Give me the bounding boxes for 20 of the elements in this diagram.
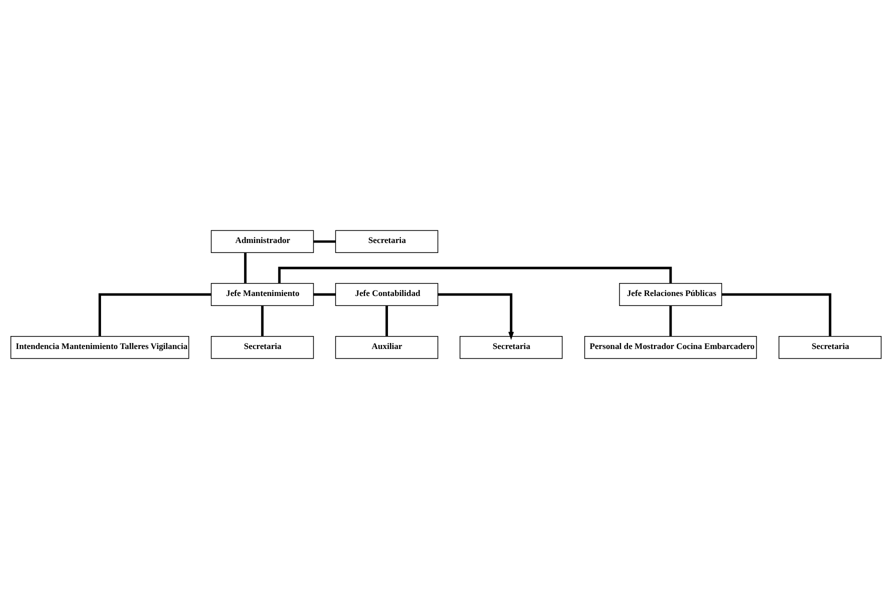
node-box: Administrador	[210, 230, 314, 253]
node-box: Intendencia Mantenimiento Talleres Vigilancia	[10, 336, 190, 359]
node-box: Secretaria	[210, 336, 314, 359]
node-box: Secretaria	[460, 336, 563, 359]
connector	[261, 306, 264, 336]
connector	[722, 293, 832, 336]
connector	[669, 306, 672, 336]
connector	[98, 293, 212, 336]
connector	[313, 240, 336, 243]
arrow	[438, 293, 514, 340]
connector	[386, 306, 388, 336]
node-box: Auxiliar	[335, 336, 438, 359]
connector	[313, 293, 336, 296]
node-box: Personal de Mostrador Cocina Embarcadero	[584, 336, 757, 359]
node-box: Jefe Mantenimiento	[210, 283, 314, 306]
node-box: Secretaria	[335, 230, 438, 253]
node-box: Jefe Contabilidad	[335, 283, 438, 306]
node-box: Jefe Relaciones Públicas	[619, 283, 722, 306]
node-box: Secretaria	[778, 336, 882, 359]
connector	[244, 252, 247, 284]
